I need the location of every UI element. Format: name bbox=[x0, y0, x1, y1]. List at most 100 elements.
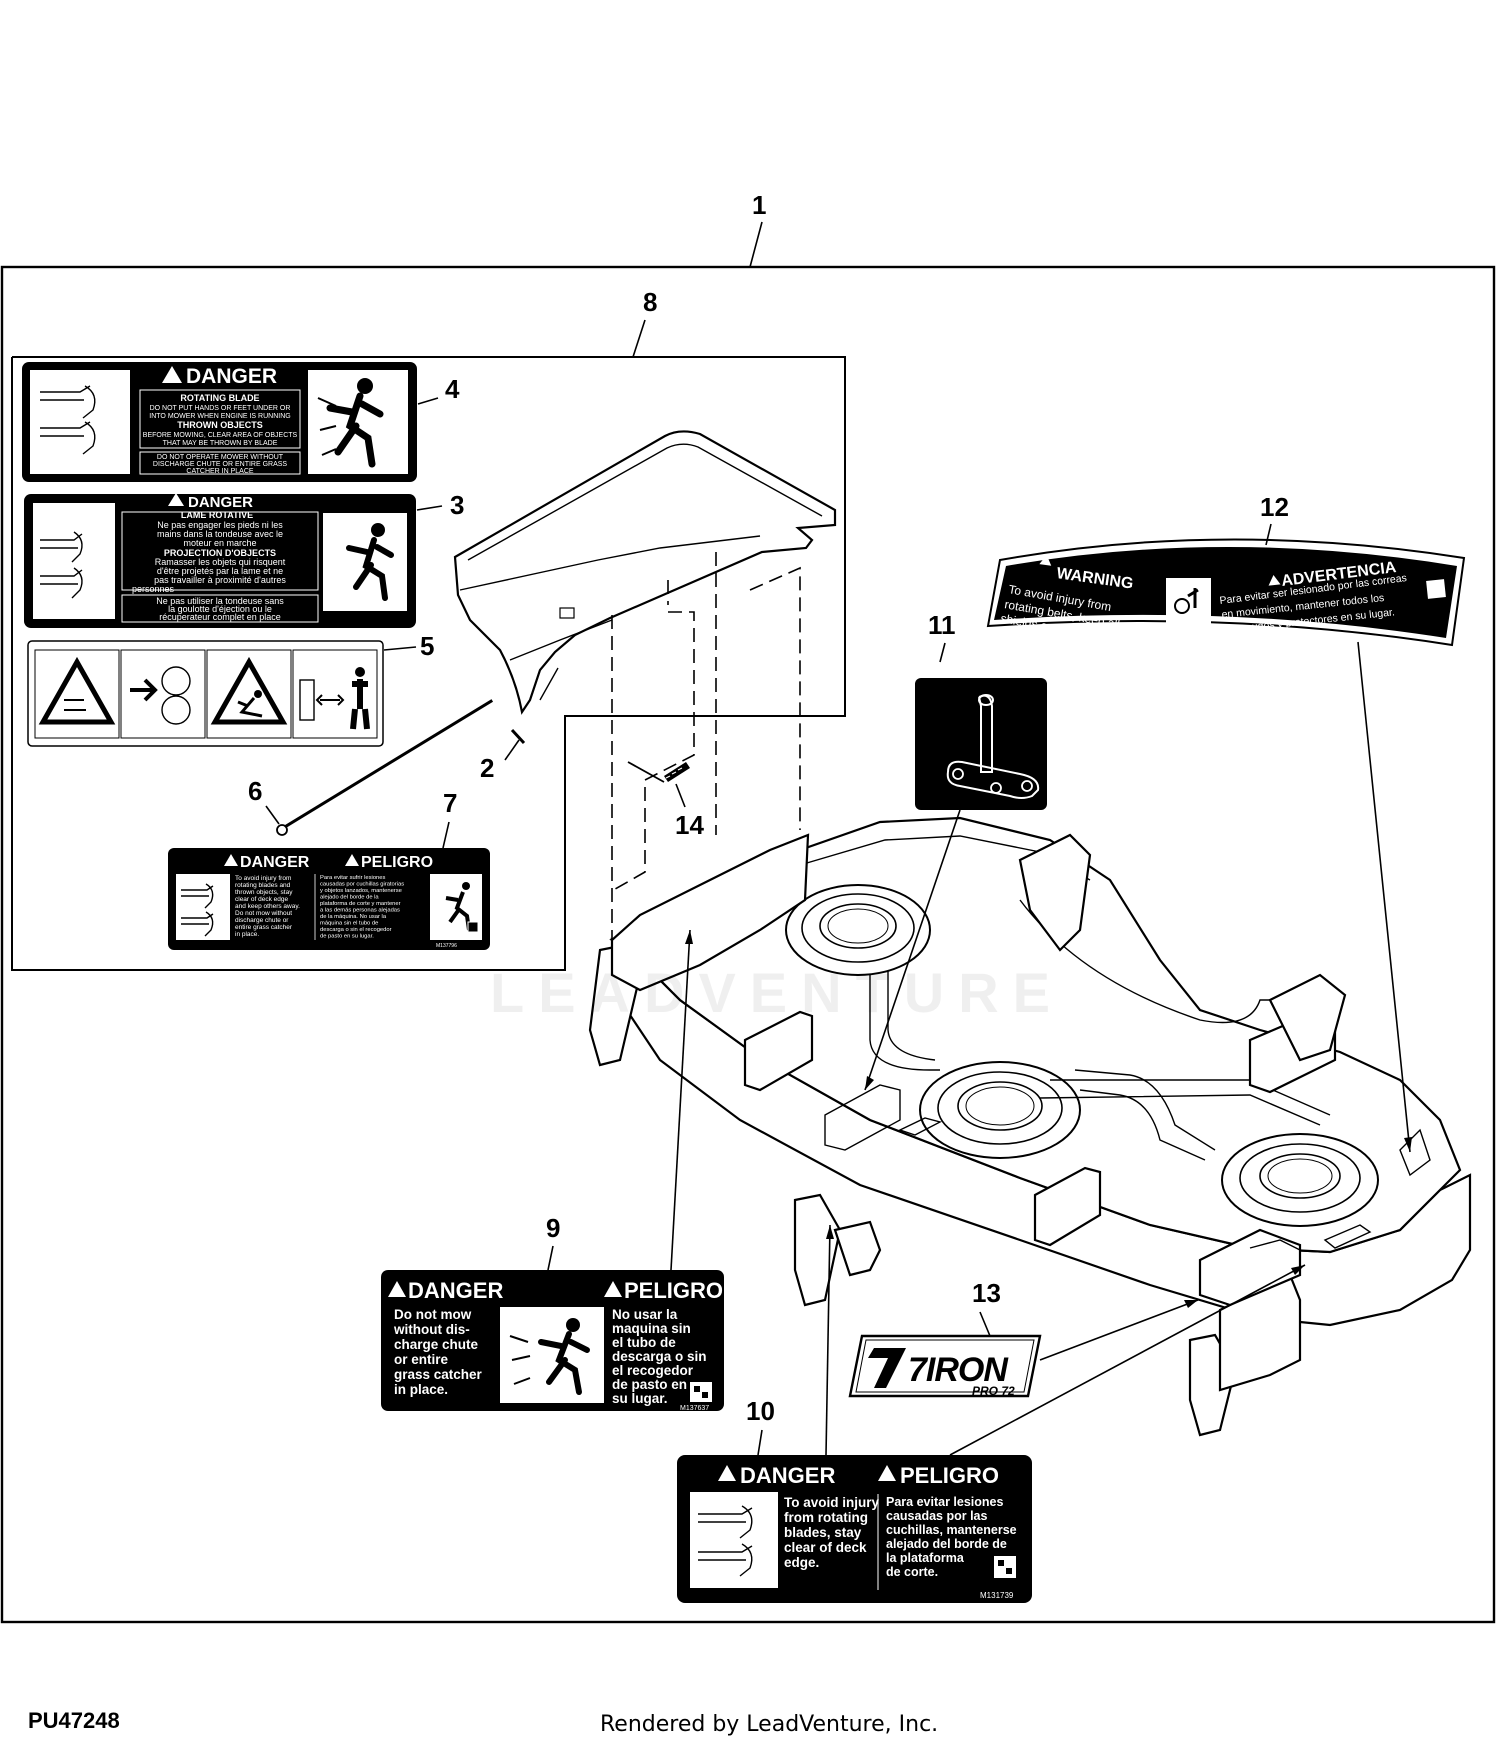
decal-4-title: DANGER bbox=[186, 365, 277, 388]
decal-3-line4: moteur en marche bbox=[183, 538, 256, 548]
decal-4-line8: DISCHARGE CHUTE OR ENTIRE GRASS bbox=[153, 461, 288, 468]
callout-12: 12 bbox=[1260, 492, 1289, 522]
decal-9-es1: No usar la bbox=[612, 1307, 678, 1322]
callout-3: 3 bbox=[450, 490, 464, 520]
decal-7-en3: thrown objects, stay bbox=[235, 889, 293, 896]
decal-7-es9: descarga o sin el recogedor bbox=[320, 927, 392, 933]
discharge-chute bbox=[453, 430, 837, 715]
decal-9-en5: grass catcher bbox=[394, 1367, 483, 1382]
callout-4: 4 bbox=[445, 374, 460, 404]
kit-frame bbox=[11, 356, 846, 971]
decal-3-line10: Ne pas utiliser la tondeuse sans bbox=[156, 596, 284, 606]
leader-6 bbox=[265, 805, 280, 825]
decal-10-es4: alejado del borde de bbox=[886, 1537, 1007, 1551]
decal-7-en7: discharge chute or bbox=[235, 917, 289, 924]
diagram-id: PU47248 bbox=[28, 1708, 120, 1733]
leader-10-tick bbox=[757, 1429, 763, 1456]
mower-deck bbox=[588, 816, 1472, 1437]
decal-10-es1: Para evitar lesiones bbox=[886, 1495, 1003, 1509]
callout-14: 14 bbox=[675, 810, 704, 840]
decal-4-line7: DO NOT OPERATE MOWER WITHOUT bbox=[157, 454, 284, 461]
callout-6: 6 bbox=[248, 776, 262, 806]
decal-7-code: M137796 bbox=[436, 943, 457, 949]
decal-9-es4: descarga o sin bbox=[612, 1349, 707, 1364]
decal-7-en5: and keep others away. bbox=[235, 903, 300, 910]
leader-2 bbox=[504, 739, 520, 761]
decal-10-danger-bilingual: DANGER PELIGRO To avoid injury from rota… bbox=[677, 1455, 1032, 1603]
callout-1: 1 bbox=[752, 190, 766, 220]
decal-10-es2: causadas por las bbox=[886, 1509, 987, 1523]
decal-10-en3: blades, stay bbox=[784, 1525, 862, 1540]
decal-5-pictorial bbox=[27, 640, 384, 747]
leader-13-tick bbox=[979, 1311, 991, 1337]
decal-9-en6: in place. bbox=[394, 1382, 448, 1397]
decal-9-title-es: PELIGRO bbox=[624, 1278, 723, 1303]
decal-7-es5: plataforma de corte y mantener bbox=[320, 901, 401, 907]
decal-3-line11: la goulotte d'éjection ou le bbox=[168, 604, 272, 614]
decal-3-line2: Ne pas engager les pieds ni les bbox=[157, 520, 283, 530]
decal-7-en4: clear of deck edge bbox=[235, 896, 289, 903]
decal-7-es3: y objetos lanzados, mantenerse bbox=[320, 888, 402, 894]
leader-14 bbox=[675, 783, 686, 808]
decal-3-title: DANGER bbox=[188, 494, 253, 511]
decal-4-line5: BEFORE MOWING, CLEAR AREA OF OBJECTS bbox=[143, 432, 298, 439]
decal-10-code: M131739 bbox=[980, 1591, 1014, 1600]
callout-5: 5 bbox=[420, 631, 434, 661]
decal-7-en1: To avoid injury from bbox=[235, 875, 291, 882]
decal-7-es10: de pasto en su lugar. bbox=[320, 934, 374, 940]
decal-7-es4: alejado del borde de la bbox=[320, 895, 379, 901]
decal-9-es7: su lugar. bbox=[612, 1391, 668, 1406]
decal-3-line7: d'être projetés par la lame et ne bbox=[157, 566, 283, 576]
spindle-center bbox=[919, 1061, 1081, 1159]
decal-10-en1: To avoid injury bbox=[784, 1495, 879, 1510]
decal-9-es5: el recogedor bbox=[612, 1363, 694, 1378]
decal-7-danger-bilingual: DANGER PELIGRO To avoid injury from rota… bbox=[168, 848, 490, 950]
callout-11: 11 bbox=[928, 610, 956, 640]
decal-7-en6: Do not mow without bbox=[235, 910, 292, 917]
callout-2: 2 bbox=[480, 753, 494, 783]
leader-3 bbox=[416, 505, 443, 511]
decal-3-line1: LAME ROTATIVE bbox=[181, 510, 253, 520]
callout-10: 10 bbox=[746, 1396, 775, 1426]
leader-5 bbox=[383, 646, 417, 651]
leader-11-tick bbox=[939, 642, 946, 663]
decal-7-es2: causadas por cuchillas giratorias bbox=[320, 882, 404, 888]
decal-10-en2: from rotating bbox=[784, 1510, 868, 1525]
leader-12 bbox=[1357, 641, 1411, 1153]
decal-10-title-es: PELIGRO bbox=[900, 1463, 999, 1488]
callout-9: 9 bbox=[546, 1213, 560, 1243]
decal-10-title-en: DANGER bbox=[740, 1463, 835, 1488]
decal-13-brand: 7IRON bbox=[908, 1351, 1009, 1389]
decal-9-es6: de pasto en bbox=[612, 1377, 687, 1392]
assembly-frame bbox=[0, 265, 1496, 1624]
decal-7-es1: Para evitar sufrir lesiones bbox=[320, 875, 386, 881]
decal-7-es7: de la máquina. No usar la bbox=[320, 914, 387, 920]
leader-11 bbox=[864, 809, 961, 1091]
decal-9-code: M137637 bbox=[680, 1405, 709, 1412]
decal-4-line1: ROTATING BLADE bbox=[180, 393, 259, 403]
decal-4-line9: CATCHER IN PLACE bbox=[186, 468, 253, 475]
decal-3-line3: mains dans la tondeuse avec le bbox=[157, 529, 283, 539]
decal-4-line4: THROWN OBJECTS bbox=[177, 420, 263, 430]
decal-7-title-en: DANGER bbox=[240, 854, 310, 871]
spindle-left bbox=[785, 884, 931, 976]
decal-10-es5: la plataforma bbox=[886, 1551, 965, 1565]
rod-6 bbox=[280, 698, 494, 830]
leader-13 bbox=[1039, 1299, 1199, 1361]
decal-3-line8: pas travailler à proximité d'autres bbox=[154, 575, 286, 585]
spring-14 bbox=[627, 761, 690, 783]
dashed-hinge-a bbox=[609, 580, 695, 893]
decal-3-line6: Ramasser les objets qui risquent bbox=[155, 557, 286, 567]
decal-3-line12: récuperateur complet en place bbox=[159, 612, 281, 622]
decal-10-en4: clear of deck bbox=[784, 1540, 867, 1555]
leader-12-tick bbox=[1265, 523, 1272, 546]
decal-13-logo: 7IRON PRO 72 bbox=[848, 1334, 1042, 1398]
decal-7-es6: a las demás personas alejadas bbox=[320, 908, 400, 914]
watermark: LEADVENTURE bbox=[490, 961, 1065, 1024]
decal-7-en9: in place. bbox=[235, 931, 259, 938]
decal-9-es2: maquina sin bbox=[612, 1321, 691, 1336]
decal-10-es6: de corte. bbox=[886, 1565, 938, 1579]
decal-9-danger-bilingual: DANGER PELIGRO Do not mow without dis- c… bbox=[381, 1270, 724, 1412]
decal-9-title-en: DANGER bbox=[408, 1278, 503, 1303]
